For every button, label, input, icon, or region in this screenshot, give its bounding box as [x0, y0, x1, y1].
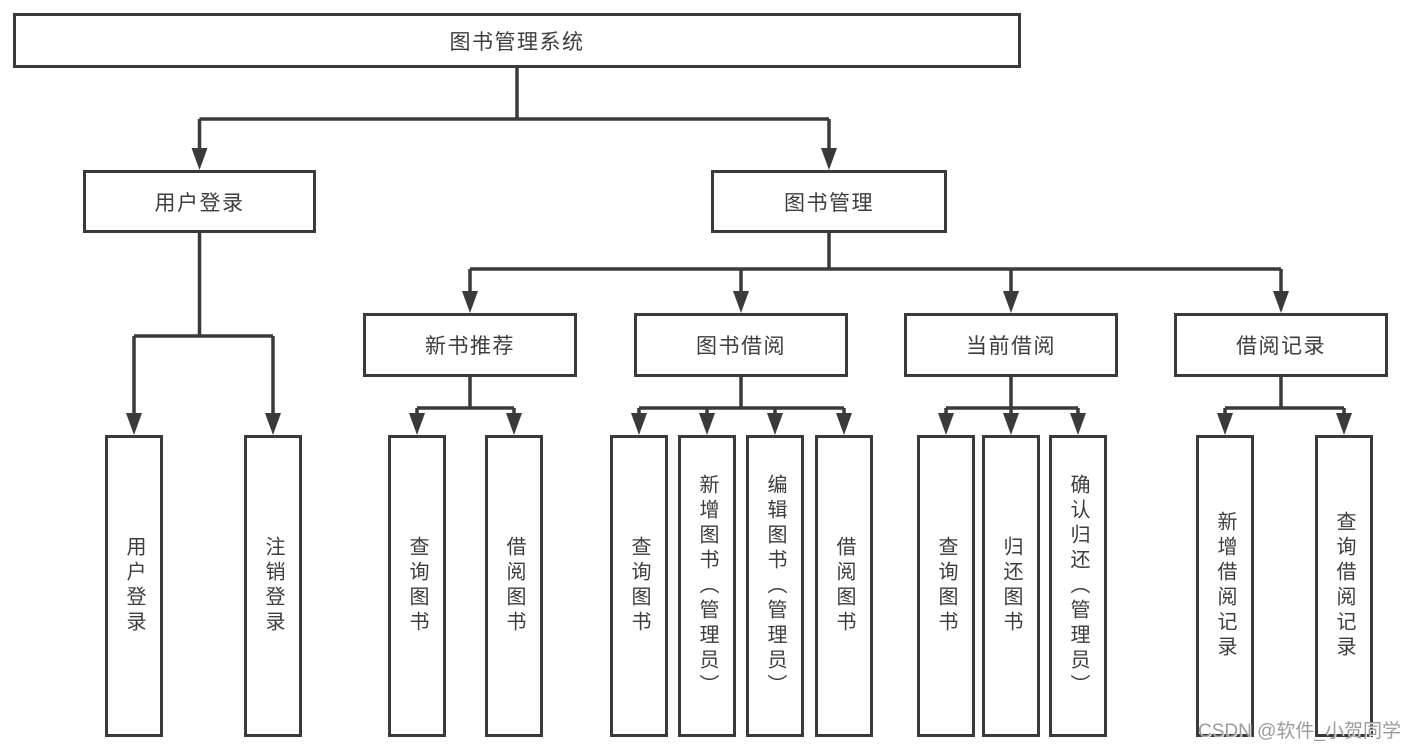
leaf-recommend-query-books-label: 查询图书	[406, 536, 428, 636]
leaf-recommend-borrow-books-label: 借阅图书	[503, 536, 525, 636]
leaf-current-query-books-label: 查询图书	[935, 536, 957, 636]
leaf-recommend-borrow-books: 借阅图书	[485, 435, 543, 737]
leaf-edit-books-admin: 编辑图书（管理员）	[746, 435, 804, 737]
node-borrowing-records: 借阅记录	[1174, 313, 1388, 377]
node-book-management: 图书管理	[711, 170, 947, 233]
leaf-return-books: 归还图书	[982, 435, 1040, 737]
leaf-confirm-return-admin-label: 确认归还（管理员）	[1067, 473, 1089, 699]
node-new-book-recommend-label: 新书推荐	[425, 335, 515, 358]
leaf-logout: 注销登录	[244, 435, 302, 737]
leaf-return-books-label: 归还图书	[1000, 536, 1022, 636]
leaf-borrowing-query-books: 查询图书	[610, 435, 668, 737]
node-borrowing-records-label: 借阅记录	[1236, 335, 1326, 358]
node-user-login: 用户登录	[83, 170, 316, 233]
leaf-add-borrow-record-label: 新增借阅记录	[1214, 511, 1236, 661]
leaf-logout-label: 注销登录	[262, 536, 284, 636]
leaf-add-borrow-record: 新增借阅记录	[1196, 435, 1254, 737]
leaf-query-borrow-record-label: 查询借阅记录	[1333, 511, 1355, 661]
node-new-book-recommend: 新书推荐	[363, 313, 577, 377]
node-user-login-label: 用户登录	[154, 191, 245, 215]
leaf-current-query-books: 查询图书	[917, 435, 975, 737]
leaf-add-books-admin-label: 新增图书（管理员）	[696, 473, 718, 699]
node-book-borrowing-label: 图书借阅	[696, 335, 786, 358]
leaf-query-borrow-record: 查询借阅记录	[1315, 435, 1373, 737]
leaf-confirm-return-admin: 确认归还（管理员）	[1049, 435, 1107, 737]
node-book-management-label: 图书管理	[784, 191, 874, 215]
leaf-edit-books-admin-label: 编辑图书（管理员）	[764, 473, 786, 699]
node-library-management-system: 图书管理系统	[13, 13, 1021, 68]
leaf-add-books-admin: 新增图书（管理员）	[678, 435, 736, 737]
node-library-management-system-label: 图书管理系统	[449, 30, 585, 54]
node-current-borrowing-label: 当前借阅	[966, 335, 1056, 358]
leaf-borrowing-query-books-label: 查询图书	[628, 536, 650, 636]
leaf-borrowing-borrow-books: 借阅图书	[815, 435, 873, 737]
leaf-borrowing-borrow-books-label: 借阅图书	[833, 536, 855, 636]
leaf-user-login-label: 用户登录	[123, 536, 145, 636]
leaf-user-login: 用户登录	[105, 435, 163, 737]
leaf-recommend-query-books: 查询图书	[388, 435, 446, 737]
csdn-watermark: CSDN @软件_小贺同学	[1198, 721, 1401, 742]
node-book-borrowing: 图书借阅	[634, 313, 848, 377]
node-current-borrowing: 当前借阅	[904, 313, 1118, 377]
